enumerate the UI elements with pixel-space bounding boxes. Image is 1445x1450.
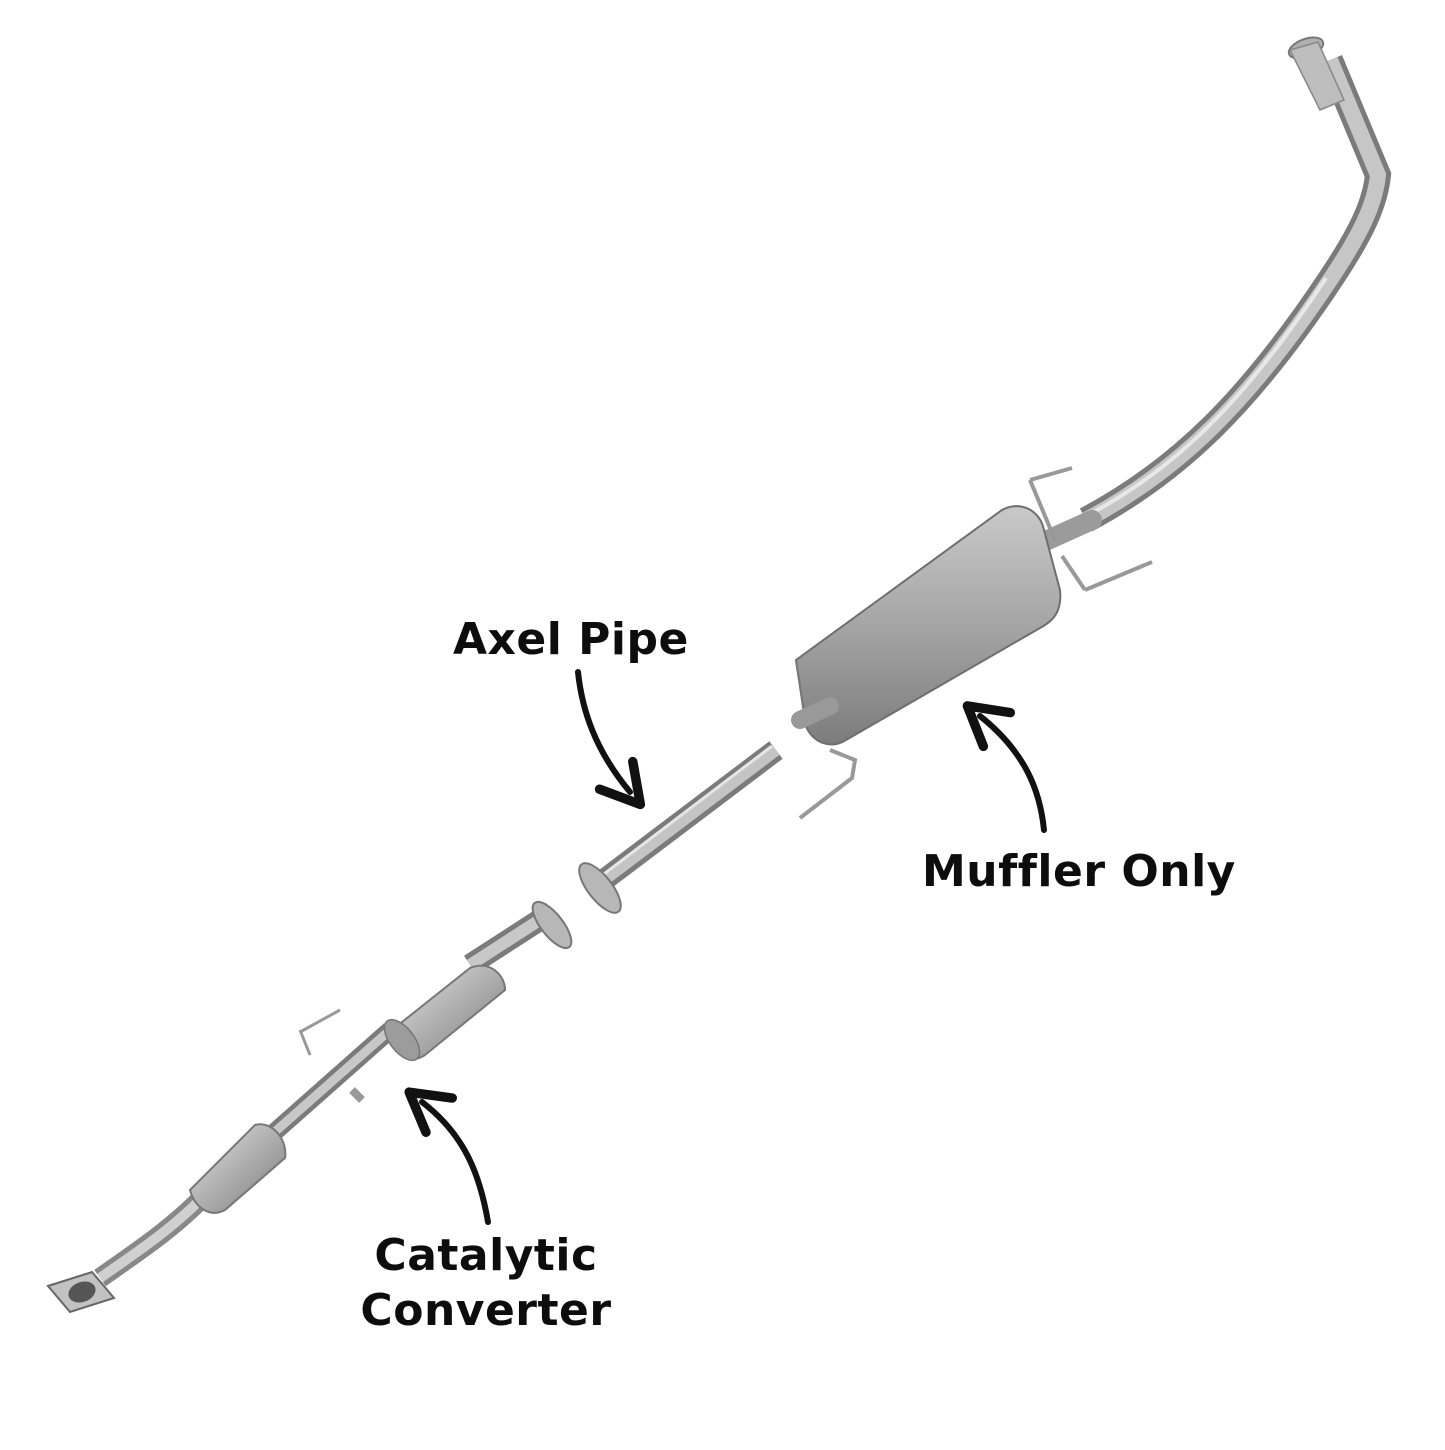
- muffler-arrow: [962, 701, 1047, 833]
- muffler: [791, 466, 1153, 820]
- axel-pipe-label: Axel Pipe: [453, 614, 689, 665]
- axel-pipe-arrow: [575, 669, 646, 810]
- tailpipe: [1079, 36, 1392, 532]
- axle-pipe: [578, 741, 783, 914]
- catalytic-converter-arrow: [404, 1087, 491, 1225]
- muffler-only-label: Muffler Only: [922, 846, 1236, 897]
- catalytic-converter-assembly: [46, 900, 573, 1314]
- catalytic-label-line1: Catalytic: [374, 1230, 598, 1281]
- catalytic-label-line2: Converter: [360, 1285, 612, 1336]
- catalytic-converter-label: Catalytic Converter: [355, 1228, 617, 1338]
